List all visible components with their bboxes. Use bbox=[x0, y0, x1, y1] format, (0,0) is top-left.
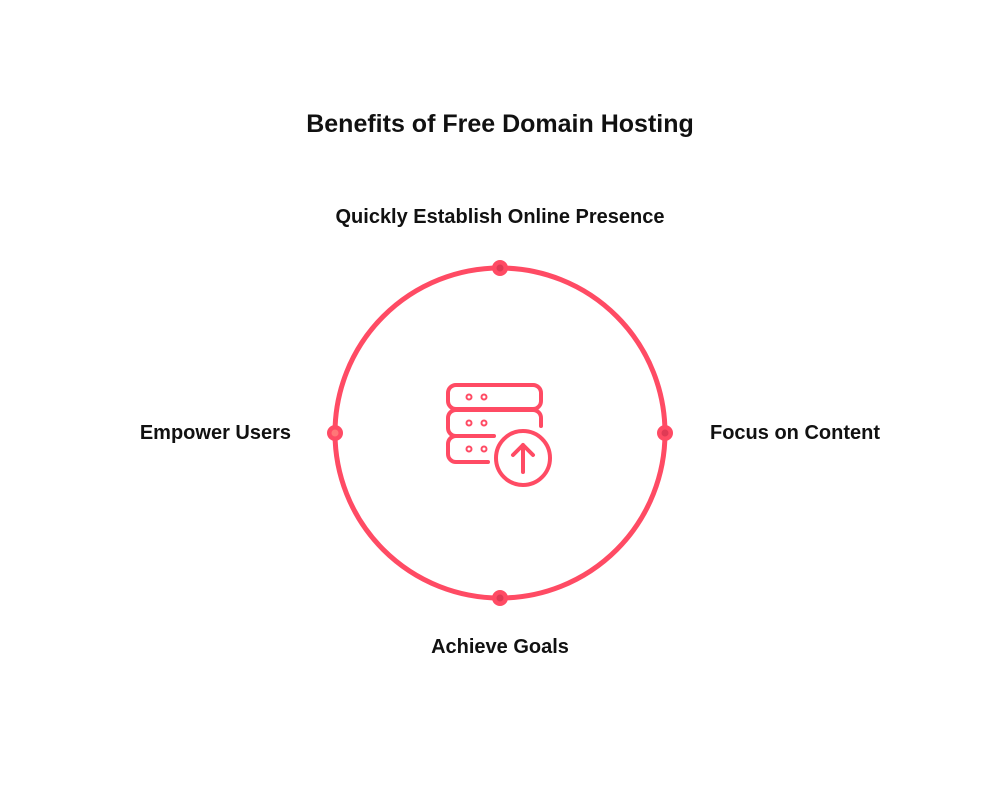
ring bbox=[332, 265, 668, 601]
label-left: Empower Users bbox=[139, 422, 291, 444]
node-top bbox=[492, 260, 508, 276]
label-bottom: Achieve Goals bbox=[431, 636, 569, 658]
node-bottom bbox=[492, 590, 508, 606]
server-upload-icon bbox=[446, 383, 552, 487]
label-top: Quickly Establish Online Presence bbox=[335, 206, 665, 228]
diagram-title: Benefits of Free Domain Hosting bbox=[306, 110, 694, 138]
node-left bbox=[327, 425, 343, 441]
label-right: Focus on Content bbox=[710, 422, 880, 444]
node-right bbox=[657, 425, 673, 441]
